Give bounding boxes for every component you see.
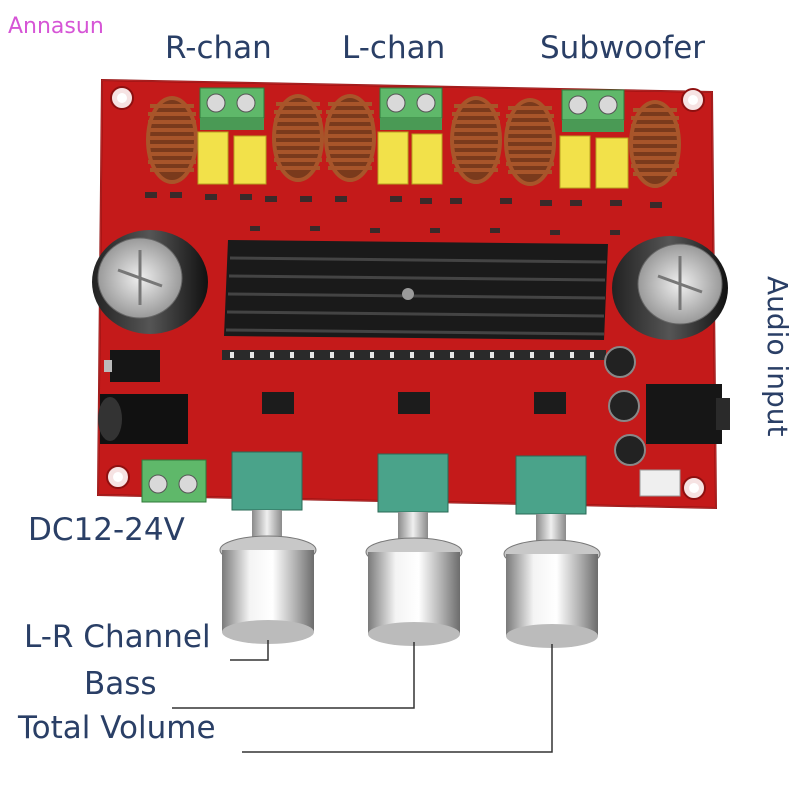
- inductor-coils: [146, 94, 681, 188]
- electrolytic-capacitor-left: [92, 230, 208, 334]
- output-terminals: [199, 87, 625, 132]
- total-volume-label: Total Volume: [18, 710, 216, 746]
- r-chan-label: R-chan: [165, 30, 272, 66]
- film-capacitors: [197, 131, 629, 189]
- connector: [639, 469, 681, 497]
- electrolytic-capacitor-right: [612, 236, 728, 340]
- op-amp-chips: [262, 392, 566, 414]
- l-chan-label: L-chan: [342, 30, 446, 66]
- leader-lines: [172, 640, 553, 753]
- potentiometer-total-volume: [503, 455, 601, 648]
- potentiometer-bass: [365, 453, 463, 646]
- subwoofer-label: Subwoofer: [540, 30, 706, 66]
- watermark-text: Annasun: [8, 14, 104, 39]
- heatsink: [224, 240, 608, 340]
- audio-jack: [646, 384, 730, 444]
- dc-power-label: DC12-24V: [28, 512, 185, 548]
- bass-label: Bass: [84, 666, 157, 702]
- mounting-hole-icon: [106, 86, 706, 500]
- dc-jack: [98, 394, 188, 444]
- power-terminal: [141, 459, 207, 503]
- audio-input-label: Audio input: [761, 276, 794, 437]
- small-capacitors: [604, 346, 646, 466]
- lr-channel-label: L-R Channel: [24, 619, 211, 655]
- smd-components: [145, 192, 662, 235]
- potentiometer-lr-channel: [219, 451, 317, 644]
- regulator: [110, 350, 160, 382]
